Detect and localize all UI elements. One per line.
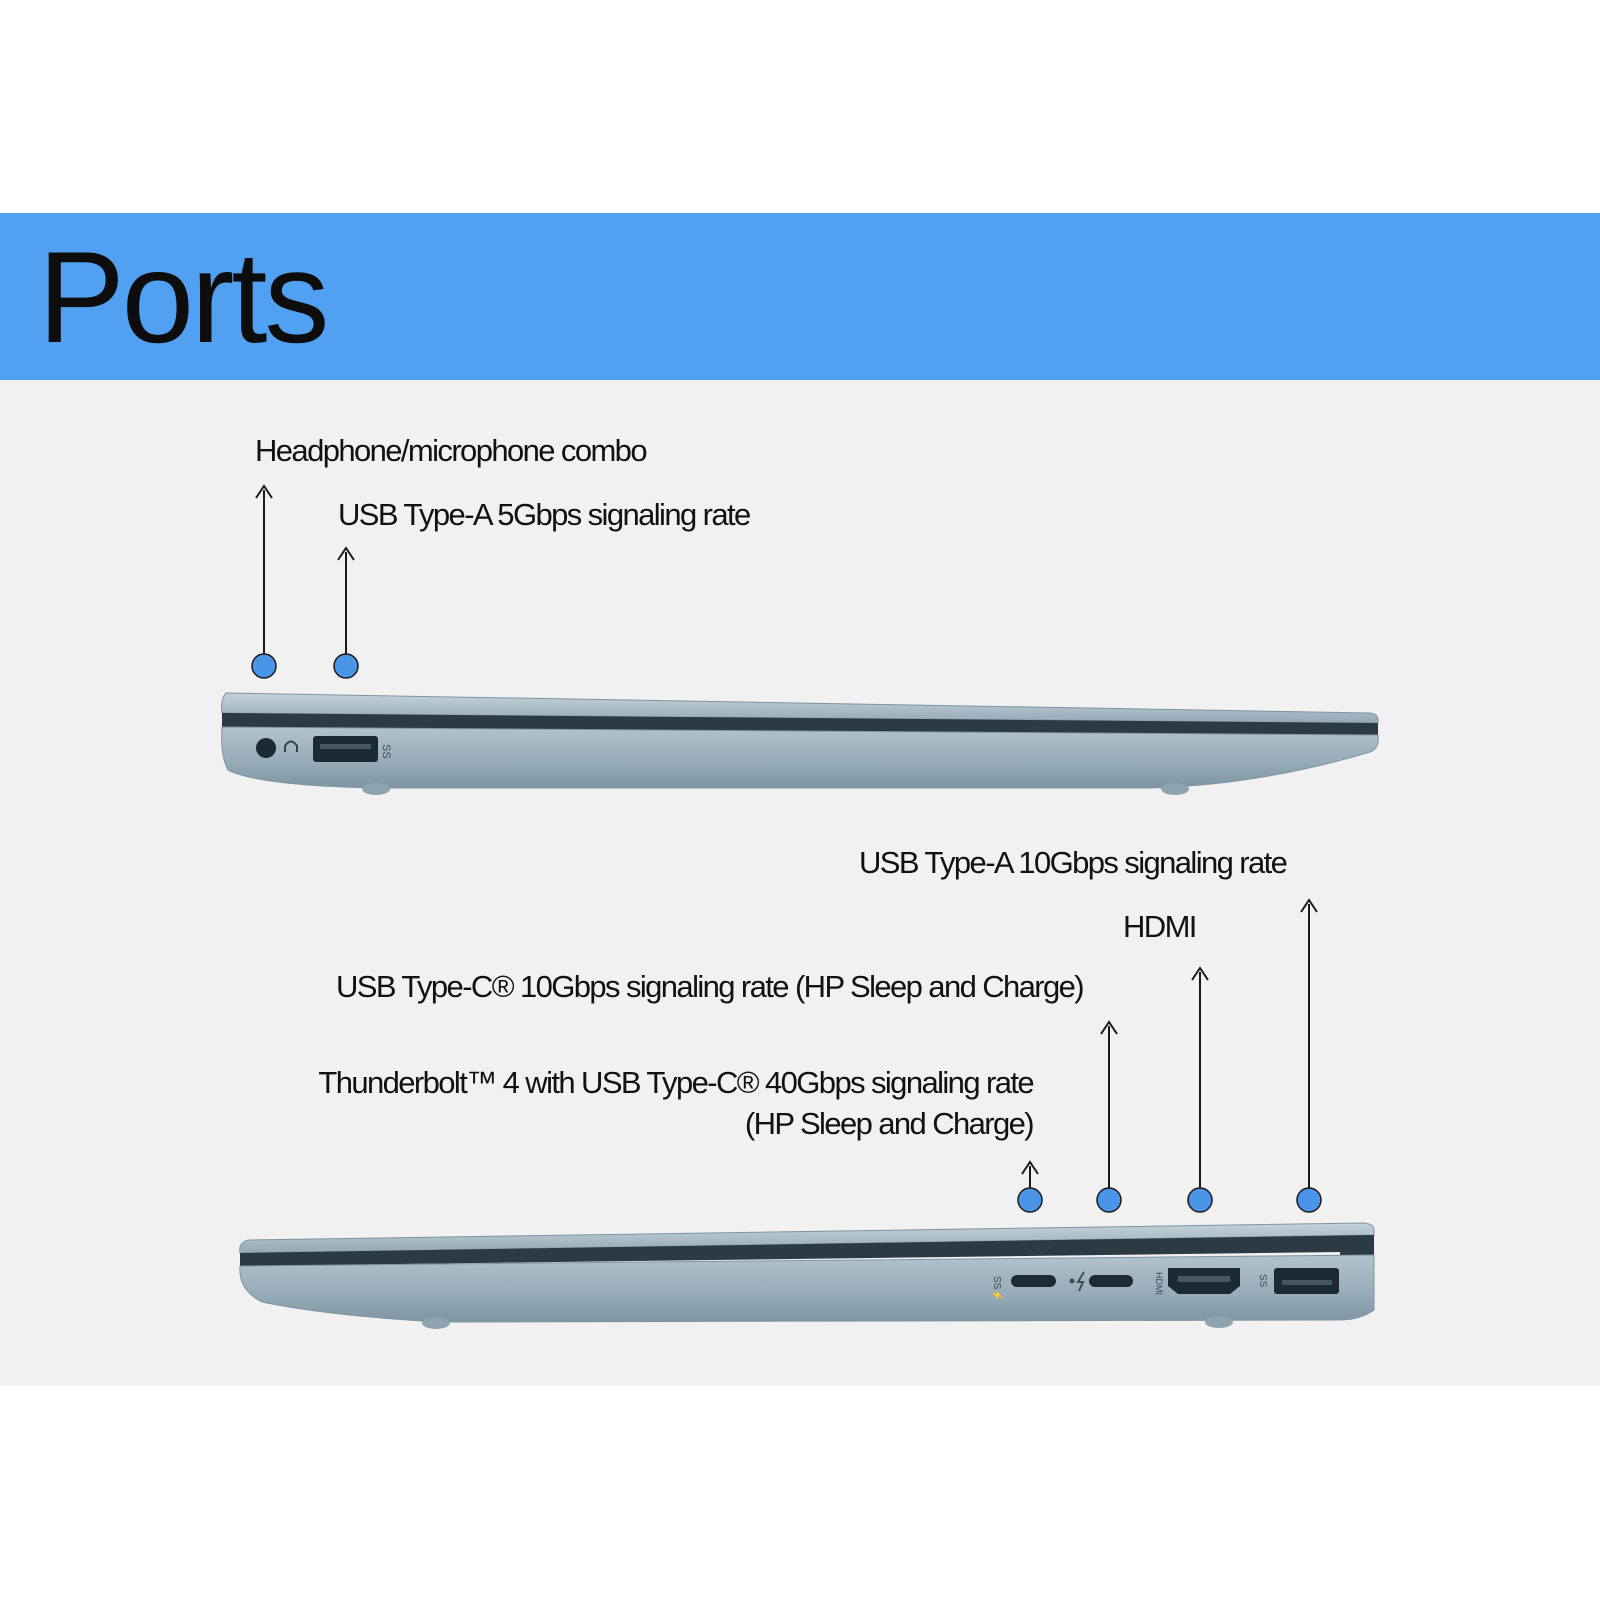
label-hdmi: HDMI: [1123, 909, 1197, 944]
callout-dot-icon: [333, 653, 359, 679]
title-banner: [0, 213, 1600, 380]
label-thunderbolt-line1: Thunderbolt™ 4 with USB Type-C® 40Gbps s…: [318, 1065, 1034, 1100]
callout-headphone: [251, 484, 277, 679]
label-usb-a-5gbps: USB Type-A 5Gbps signaling rate: [338, 497, 751, 532]
diagram-panel: [0, 380, 1600, 1386]
label-thunderbolt-line2: (HP Sleep and Charge): [744, 1106, 1035, 1141]
label-usb-c-10gbps: USB Type-C® 10Gbps signaling rate (HP Sl…: [336, 969, 1085, 1004]
arrow-up-icon: [337, 546, 355, 561]
laptop-left-side: SS: [221, 692, 1379, 795]
callout-usb-c-10: [1096, 1020, 1122, 1213]
headphone-jack-icon: [256, 738, 276, 758]
thunderbolt-icon: [1069, 1271, 1085, 1292]
callout-usb-a-10: [1296, 898, 1322, 1213]
arrow-up-icon: [1191, 966, 1209, 981]
laptop-right-side: SS⚡ HDMI SS: [239, 1222, 1375, 1329]
usb-symbol-icon: SS⚡: [991, 1276, 1004, 1302]
arrow-up-icon: [1300, 898, 1318, 913]
arrow-up-icon: [255, 484, 273, 499]
svg-text:HDMI: HDMI: [1154, 1272, 1164, 1295]
arrow-up-icon: [1100, 1020, 1118, 1035]
callout-dot-icon: [1017, 1187, 1043, 1213]
callout-dot-icon: [1296, 1187, 1322, 1213]
svg-text:SS⚡: SS⚡: [991, 1276, 1004, 1302]
usb-c-port-icon: [1089, 1275, 1133, 1287]
usb-symbol-icon: SS: [1257, 1274, 1268, 1288]
hdmi-port-icon: HDMI: [1154, 1268, 1240, 1295]
label-usb-a-10gbps: USB Type-A 10Gbps signaling rate: [859, 845, 1288, 880]
callout-dot-icon: [251, 653, 277, 679]
svg-text:SS: SS: [1257, 1274, 1268, 1288]
svg-text:SS: SS: [380, 744, 392, 759]
usb-a-port-icon: [313, 736, 378, 762]
usb-symbol-icon: SS: [380, 744, 392, 759]
callout-dot-icon: [1187, 1187, 1213, 1213]
usb-c-port-icon: [1011, 1275, 1056, 1287]
callout-dot-icon: [1096, 1187, 1122, 1213]
callout-thunderbolt: [1017, 1160, 1043, 1213]
headset-icon: [284, 740, 298, 752]
label-headphone-combo: Headphone/microphone combo: [255, 433, 648, 468]
usb-a-port-icon: [1274, 1268, 1339, 1294]
page-title: Ports: [38, 224, 329, 370]
callout-hdmi: [1187, 966, 1213, 1213]
callout-usb-a-5: [333, 546, 359, 679]
arrow-up-icon: [1021, 1160, 1039, 1175]
